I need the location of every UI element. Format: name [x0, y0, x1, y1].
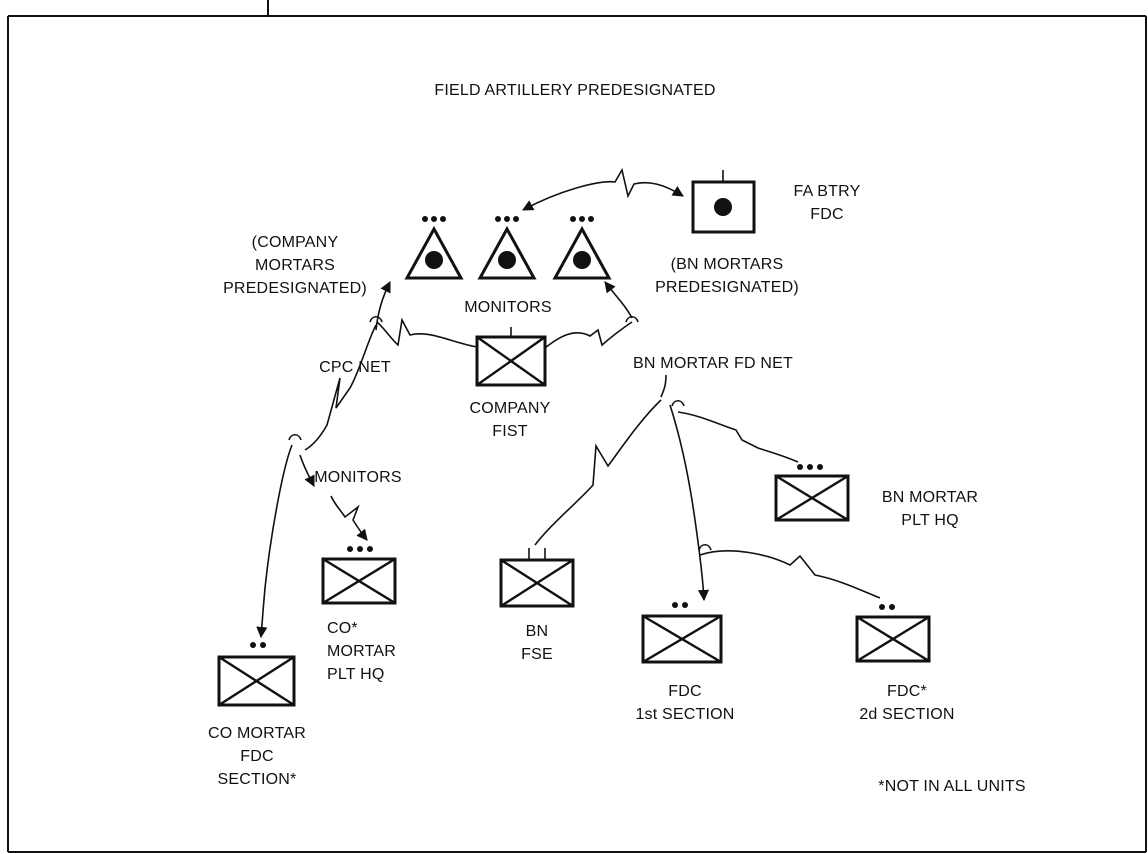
fa-btry-fdc-symbol — [691, 170, 756, 234]
co-mortar-plt-hq-line3: PLT HQ — [327, 666, 385, 683]
co-mortar-fdc-label: CO MORTAR FDC SECTION* — [192, 722, 322, 791]
monitors-lower-label: MONITORS — [314, 469, 402, 486]
co-mortar-plt-hq-line1: CO* — [327, 620, 358, 637]
fdc-2d-section-label: FDC* 2d SECTION — [842, 680, 972, 726]
fdc-1st-line1: FDC — [668, 683, 702, 700]
fdc-1st-line2: 1st SECTION — [635, 706, 735, 723]
bn-mortars-line1: (BN MORTARS — [670, 256, 784, 273]
fa-btry-line2: FDC — [810, 206, 844, 223]
footnote: *NOT IN ALL UNITS — [878, 778, 1026, 795]
mortar-triangle-monitor — [477, 216, 537, 280]
bn-net-links — [534, 281, 881, 602]
fa-btry-fdc-label: FA BTRY FDC — [787, 180, 867, 226]
company-fist-line2: FIST — [492, 423, 528, 440]
bn-fse-line2: FSE — [521, 646, 553, 663]
bn-mortars-label: (BN MORTARS PREDESIGNATED) — [642, 253, 812, 299]
monitors-top-label: MONITORS — [464, 299, 552, 316]
fdc-2d-line1: FDC* — [887, 683, 927, 700]
co-mortar-plt-hq-line2: MORTAR — [327, 643, 397, 660]
fdc-1st-section-symbol — [641, 602, 723, 664]
co-mortar-fdc-symbol — [217, 642, 296, 707]
bn-mortars-line2: PREDESIGNATED) — [655, 279, 799, 296]
bn-fse-label: BN FSE — [497, 620, 577, 666]
bn-fse-line1: BN — [525, 623, 549, 640]
fdc-2d-section-symbol — [855, 604, 931, 663]
company-fist-label: COMPANY FIST — [460, 397, 560, 443]
crossover-hops — [288, 315, 712, 551]
bn-mortar-plt-hq-symbol — [774, 464, 850, 522]
company-mortars-label: (COMPANY MORTARS PREDESIGNATED) — [210, 231, 380, 300]
fa-net-link — [522, 167, 684, 211]
fa-btry-line1: FA BTRY — [793, 183, 861, 200]
bn-fse-symbol — [499, 548, 575, 608]
co-mortar-plt-hq-symbol — [321, 546, 397, 605]
mortar-triangle-company — [404, 216, 464, 280]
cpc-net-links — [256, 280, 478, 639]
diagram-title: FIELD ARTILLERY PREDESIGNATED — [434, 82, 716, 99]
mortar-triangle-bn — [552, 216, 612, 280]
co-mortar-fdc-line3: SECTION* — [217, 771, 297, 788]
fdc-2d-line2: 2d SECTION — [859, 706, 955, 723]
co-mortar-fdc-line1: CO MORTAR — [207, 725, 307, 742]
company-mortars-line2: MORTARS — [255, 257, 335, 274]
bn-mortar-plt-hq-line2: PLT HQ — [901, 512, 959, 529]
company-mortars-line3: PREDESIGNATED) — [223, 280, 367, 297]
company-fist-line1: COMPANY — [469, 400, 551, 417]
co-mortar-plt-hq-label: CO* MORTAR PLT HQ — [327, 617, 427, 686]
company-fist-symbol — [475, 327, 547, 387]
company-mortars-line1: (COMPANY — [251, 234, 339, 251]
page-frame — [7, 0, 1147, 853]
cpc-net-label: CPC NET — [319, 359, 391, 376]
bn-mortar-fd-net-label: BN MORTAR FD NET — [633, 355, 793, 372]
bn-mortar-plt-hq-line1: BN MORTAR — [881, 489, 979, 506]
bn-mortar-plt-hq-label: BN MORTAR PLT HQ — [870, 486, 990, 532]
co-mortar-fdc-line2: FDC — [240, 748, 274, 765]
fdc-1st-section-label: FDC 1st SECTION — [620, 680, 750, 726]
